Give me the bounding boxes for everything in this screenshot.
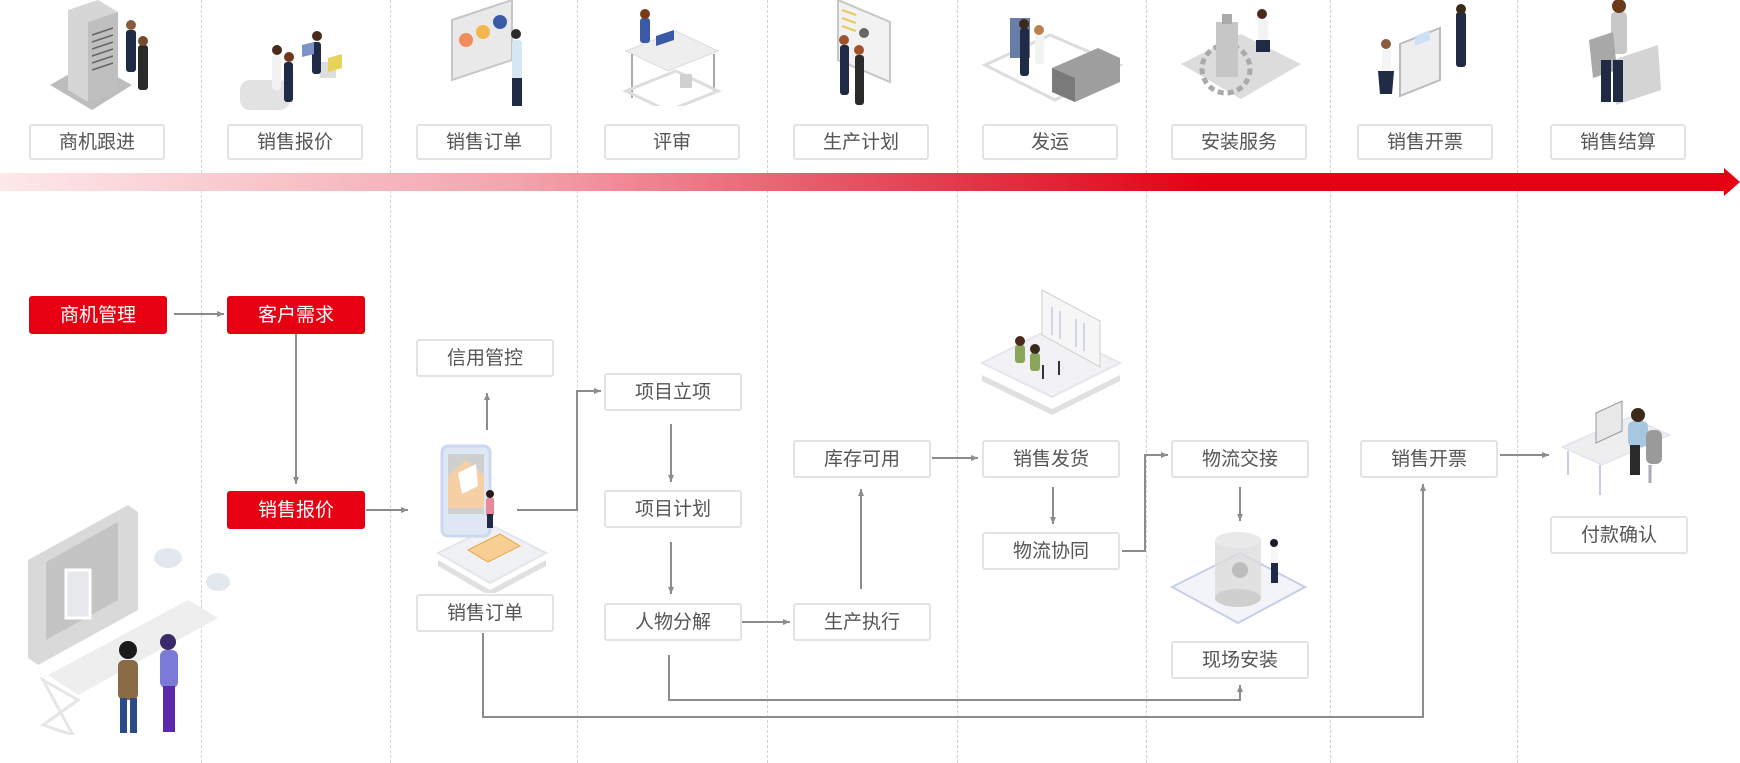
meeting-platform-illustration bbox=[980, 289, 1123, 415]
column-divider bbox=[767, 0, 768, 763]
planning-board-illustration bbox=[837, 0, 891, 105]
stage-sales-settlement[interactable]: 销售结算 bbox=[1550, 124, 1686, 160]
column-divider bbox=[1330, 0, 1331, 763]
desk-review-illustration bbox=[622, 9, 722, 106]
presentation-board-illustration bbox=[451, 0, 522, 106]
stage-review[interactable]: 评审 bbox=[604, 124, 740, 160]
stage-opportunity-followup[interactable]: 商机跟进 bbox=[29, 124, 165, 160]
invoice-window-illustration bbox=[1378, 4, 1466, 98]
stage-installation-service[interactable]: 安装服务 bbox=[1171, 124, 1307, 160]
tablet-envelope-illustration bbox=[435, 444, 548, 593]
node-logistics-handover[interactable]: 物流交接 bbox=[1171, 440, 1309, 478]
node-opportunity-management[interactable]: 商机管理 bbox=[29, 296, 167, 334]
timeline-arrow-head-icon bbox=[1724, 168, 1740, 196]
server-meeting-illustration bbox=[50, 0, 148, 110]
column-divider bbox=[957, 0, 958, 763]
column-divider bbox=[577, 0, 578, 763]
column-divider bbox=[390, 0, 391, 763]
people-at-screen-illustration bbox=[28, 505, 230, 735]
stage-sales-invoice[interactable]: 销售开票 bbox=[1357, 124, 1493, 160]
node-project-setup[interactable]: 项目立项 bbox=[604, 373, 742, 411]
node-credit-control[interactable]: 信用管控 bbox=[416, 339, 554, 377]
stage-sales-quote[interactable]: 销售报价 bbox=[227, 124, 363, 160]
column-divider bbox=[201, 0, 202, 763]
node-onsite-installation[interactable]: 现场安装 bbox=[1171, 641, 1309, 679]
edge-order-to-project-setup bbox=[517, 388, 601, 511]
node-inventory-available[interactable]: 库存可用 bbox=[793, 440, 931, 478]
stage-sales-order[interactable]: 销售订单 bbox=[416, 124, 552, 160]
node-project-plan[interactable]: 项目计划 bbox=[604, 490, 742, 528]
edge-coord-to-handover bbox=[1122, 452, 1168, 552]
node-sales-order[interactable]: 销售订单 bbox=[416, 594, 554, 632]
desk-worker-illustration bbox=[1560, 400, 1672, 495]
node-payment-confirmation[interactable]: 付款确认 bbox=[1550, 516, 1688, 554]
delivery-truck-illustration bbox=[981, 18, 1124, 102]
column-divider bbox=[1517, 0, 1518, 763]
node-logistics-coordination[interactable]: 物流协同 bbox=[982, 532, 1120, 570]
cylinder-installation-illustration bbox=[1170, 532, 1308, 625]
stage-shipping[interactable]: 发运 bbox=[982, 124, 1118, 160]
edge-order-to-invoice bbox=[482, 484, 1426, 718]
node-customer-demand[interactable]: 客户需求 bbox=[227, 296, 365, 334]
team-laptop-illustration bbox=[240, 31, 342, 110]
node-task-breakdown[interactable]: 人物分解 bbox=[604, 603, 742, 641]
edge-breakdown-to-install bbox=[668, 655, 1243, 701]
stage-production-plan[interactable]: 生产计划 bbox=[793, 124, 929, 160]
laptop-settlement-illustration bbox=[1589, 0, 1661, 105]
node-production-execution[interactable]: 生产执行 bbox=[793, 603, 931, 641]
column-divider bbox=[1146, 0, 1147, 763]
process-timeline-bar bbox=[0, 173, 1726, 191]
node-sales-shipment[interactable]: 销售发货 bbox=[982, 440, 1120, 478]
gear-installation-illustration bbox=[1181, 9, 1301, 99]
node-sales-quote[interactable]: 销售报价 bbox=[227, 491, 365, 529]
node-sales-invoice[interactable]: 销售开票 bbox=[1360, 440, 1498, 478]
